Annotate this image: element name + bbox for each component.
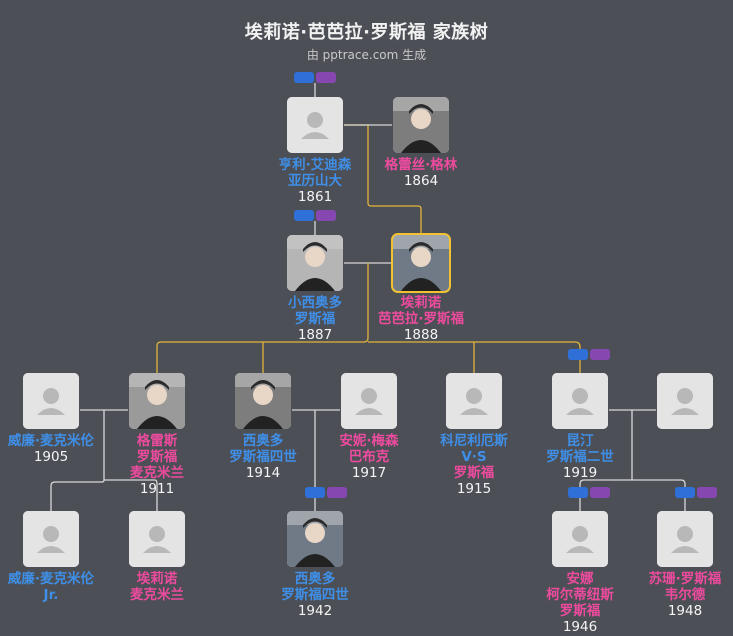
person-name-line: Jr. (43, 587, 59, 603)
female-toggle-icon[interactable] (327, 487, 347, 498)
page-subtitle: 由 pptrace.com 生成 (306, 48, 427, 62)
person-name-line: 昆汀 (566, 433, 594, 449)
person-name-line: 柯尔蒂纽斯 (546, 587, 614, 603)
person-name-line: 罗斯福二世 (546, 449, 614, 465)
person-name-line: 安娜 (566, 571, 594, 587)
birth-year: 1919 (562, 465, 598, 481)
person-photo[interactable] (393, 97, 449, 153)
person-name-line: 罗斯福四世 (229, 449, 297, 465)
female-toggle-icon[interactable] (697, 487, 717, 498)
female-toggle-icon[interactable] (590, 349, 610, 360)
person-name-block: 埃莉诺麦克米兰 (97, 571, 217, 603)
male-toggle-icon[interactable] (568, 349, 588, 360)
person-name-line: 埃莉诺 (136, 571, 178, 587)
person-name-line: V·S (461, 449, 487, 465)
person-photo[interactable] (287, 511, 343, 567)
person-name-line: 格蕾丝·格林 (384, 157, 458, 173)
male-toggle-icon[interactable] (294, 210, 314, 221)
connector-to-eleanor-m (104, 479, 158, 511)
person-name-line: 亨利·艾迪森 (278, 157, 352, 173)
person-photo[interactable] (287, 235, 343, 291)
person-photo[interactable] (393, 235, 449, 291)
female-toggle-icon[interactable] (316, 210, 336, 221)
birth-year: 1864 (403, 173, 439, 189)
person-placeholder-icon[interactable] (552, 373, 608, 429)
connector-to-william-jr (50, 410, 105, 511)
person-photo[interactable] (129, 373, 185, 429)
birth-year: 1917 (351, 465, 387, 481)
person-name-line: 格雷斯 (136, 433, 178, 449)
person-name-line: 罗斯福 (453, 465, 495, 481)
person-name-line: 麦克米兰 (130, 465, 184, 481)
page-title: 埃莉诺·芭芭拉·罗斯福 家族树 (244, 22, 489, 43)
person-name-line: 苏珊·罗斯福 (648, 571, 722, 587)
birth-year: 1911 (139, 481, 175, 497)
person-name-line: 芭芭拉·罗斯福 (377, 311, 465, 327)
birth-year: 1946 (562, 619, 598, 635)
person-name-line: 巴布克 (348, 449, 390, 465)
birth-year: 1905 (33, 449, 69, 465)
person-placeholder-icon[interactable] (287, 97, 343, 153)
person-placeholder-icon[interactable] (129, 511, 185, 567)
person-name-line: 韦尔德 (664, 587, 706, 603)
person-placeholder-icon[interactable] (446, 373, 502, 429)
person-placeholder-icon[interactable] (657, 373, 713, 429)
person-name-line: 埃莉诺 (400, 295, 442, 311)
person-name-line: 安妮·梅森 (339, 433, 399, 449)
male-toggle-icon[interactable] (305, 487, 325, 498)
person-placeholder-icon[interactable] (23, 511, 79, 567)
birth-year: 1948 (667, 603, 703, 619)
birth-year: 1861 (297, 189, 333, 205)
person-placeholder-icon[interactable] (657, 511, 713, 567)
person-photo[interactable] (235, 373, 291, 429)
male-toggle-icon[interactable] (294, 72, 314, 83)
person-name-line: 威廉·麦克米伦 (7, 433, 95, 449)
person-placeholder-icon[interactable] (23, 373, 79, 429)
birth-year: 1915 (456, 481, 492, 497)
person-name-line: 罗斯福四世 (281, 587, 349, 603)
birth-year: 1887 (297, 327, 333, 343)
birth-year: 1888 (403, 327, 439, 343)
connector-to-susan (632, 479, 686, 511)
person-name-line: 西奥多 (242, 433, 284, 449)
male-toggle-icon[interactable] (675, 487, 695, 498)
person-name-line: 西奥多 (294, 571, 336, 587)
person-name-line: 罗斯福 (136, 449, 178, 465)
person-name-line: 亚历山大 (288, 173, 342, 189)
connector-to-anna (579, 410, 633, 511)
person-name-line: 威廉·麦克米伦 (7, 571, 95, 587)
person-name-line: 小西奥多 (288, 295, 342, 311)
person-placeholder-icon[interactable] (341, 373, 397, 429)
connector-grace-eleanor (344, 124, 422, 235)
person-name-line: 罗斯福 (559, 603, 601, 619)
male-toggle-icon[interactable] (568, 487, 588, 498)
person-name-line: 科尼利厄斯 (440, 433, 508, 449)
birth-year: 1914 (245, 465, 281, 481)
person-placeholder-icon[interactable] (552, 511, 608, 567)
person-name-line: 罗斯福 (294, 311, 336, 327)
female-toggle-icon[interactable] (316, 72, 336, 83)
female-toggle-icon[interactable] (590, 487, 610, 498)
connector-to-quentin (368, 341, 581, 373)
person-name-line: 麦克米兰 (130, 587, 184, 603)
birth-year: 1942 (297, 603, 333, 619)
